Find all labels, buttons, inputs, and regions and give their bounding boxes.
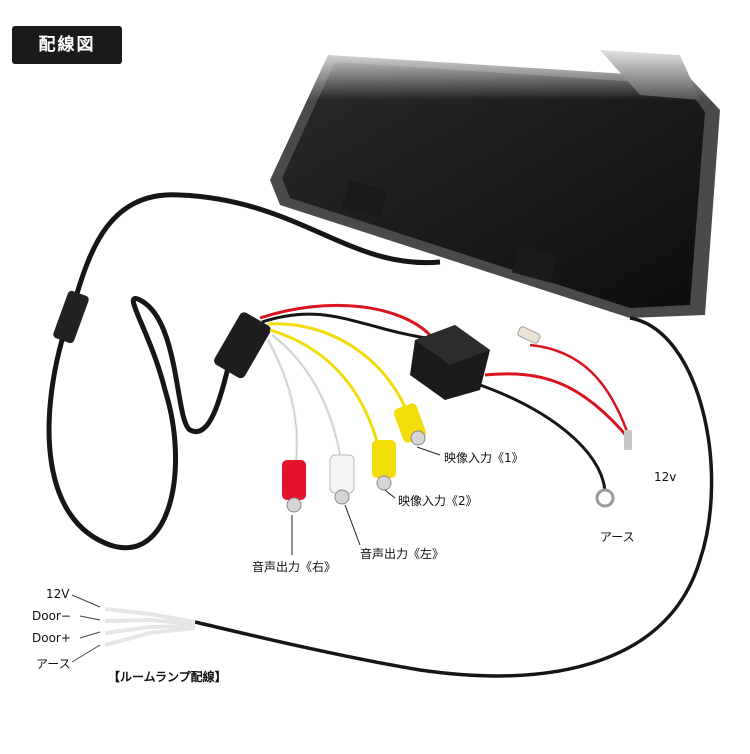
power-wire [484,372,632,441]
rca-video-2 [372,440,396,491]
yellow-wire-2 [269,328,380,446]
lamp-wire-1 [104,607,196,624]
inline-connector-body [53,290,89,344]
harness-connector-body [214,312,271,379]
looped-cable [46,296,233,550]
rca-audio-left-body [329,454,355,494]
label-lamp-door-plus: Door+ [32,631,71,645]
leader-lamp-door-plus [79,631,101,639]
rca-audio-right-tip [286,497,302,513]
lamp-wire-4 [104,626,196,647]
label-power-12v: 12v [654,470,677,484]
leader-video-2 [384,489,396,499]
filter-box-top [415,325,490,365]
room-lamp-wires [104,607,196,647]
monitor-tab-right [512,245,558,283]
label-audio-out-left: 音声出力《左》 [360,547,445,561]
leader-audio-left [344,504,361,546]
rca-audio-right-body [282,460,306,500]
power-terminal [624,430,632,450]
black-wire-to-box [261,312,441,342]
rca-audio-left [329,454,355,505]
label-audio-out-right: 音声出力《右》 [252,560,337,574]
label-room-lamp-wiring: 【ルームランプ配線】 [108,670,227,684]
monitor-tab-left [342,180,388,218]
rca-audio-left-tip [334,489,350,505]
leader-lamp-ground [71,644,101,663]
monitor-fade [280,40,730,100]
red-wire-to-box [259,303,432,337]
monitor-cable [72,192,441,301]
leader-lamp-12v [71,594,101,608]
label-video-in-1: 映像入力《1》 [444,451,524,465]
ground-wire [479,383,607,491]
rca-video-1 [393,403,427,446]
rca-video-2-tip [376,475,392,491]
monitor-screen [282,62,705,308]
lamp-wire-3 [104,624,196,635]
ground-ring-terminal [595,488,615,508]
label-video-in-2: 映像入力《2》 [398,494,478,508]
white-red-wire-outline [267,339,298,461]
white-wire [270,333,342,456]
white-wire-outline [271,334,341,456]
label-lamp-ground: アース [36,657,71,671]
rca-video-1-tip [410,430,426,446]
rca-audio-right [282,460,306,513]
label-lamp-door-minus: Door− [32,609,71,623]
yellow-wire-1 [267,322,412,421]
flip-down-monitor [270,40,730,318]
label-ground: アース [600,530,635,544]
white-red-wire [266,339,299,461]
room-lamp-cable [194,316,714,678]
page-title: 配線図 [12,26,122,64]
label-lamp-12v: 12V [46,587,70,601]
fuse-wire [529,343,632,441]
rca-video-2-body [372,440,396,478]
leader-video-1 [416,446,441,456]
fuse-terminal [517,326,541,344]
inline-connector [53,290,89,344]
lamp-wire-2 [104,617,196,626]
filter-box [410,325,490,400]
harness-connector [214,312,271,379]
leader-lamp-door-minus [79,615,101,621]
